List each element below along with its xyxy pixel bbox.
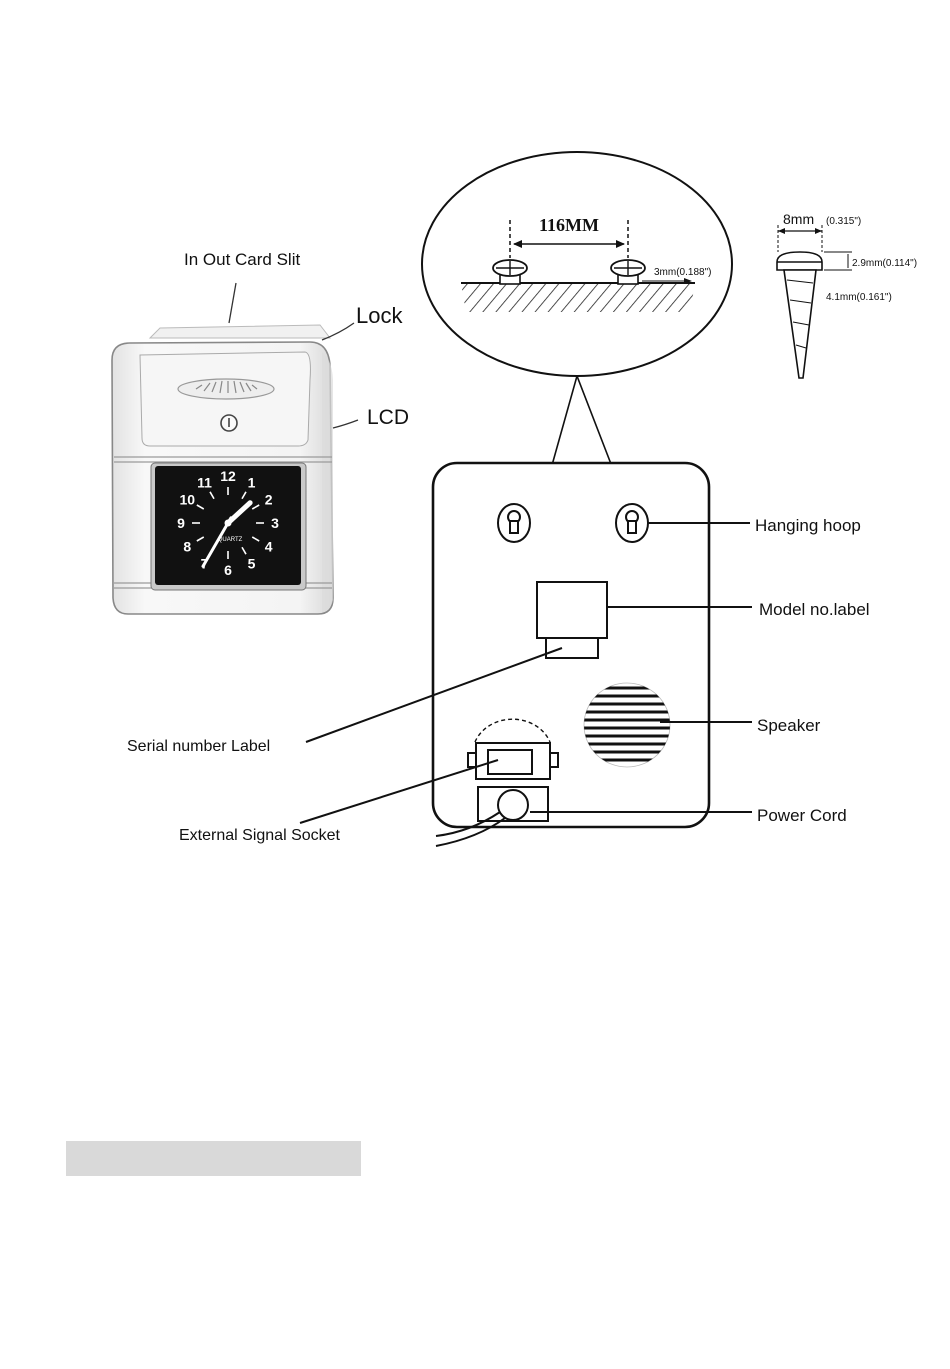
shaft-label: 4.1mm(0.161") [826, 292, 892, 303]
screw-spacing-label: 116MM [539, 215, 599, 235]
clock-numeral: 6 [224, 562, 232, 578]
model-label-box [537, 582, 607, 638]
clock-numeral: 3 [271, 515, 279, 531]
screw-detail: 8mm (0.315") 2.9mm(0.114") 4.1mm(0.161") [777, 211, 917, 378]
clock-numeral: 9 [177, 515, 185, 531]
time-recorder-illustration: 121234567891011QUARTZ [112, 325, 333, 614]
head-width-label: 8mm [783, 211, 814, 227]
head-width-inch-label: (0.315") [826, 216, 861, 227]
model-label-text: Model no.label [759, 600, 870, 619]
lcd-label: LCD [367, 406, 409, 429]
lock-icon [221, 415, 237, 431]
wall-mount-detail: 116MM 3mm(0.188") [422, 152, 732, 508]
clock-numeral: 8 [183, 539, 191, 555]
clock-center [225, 520, 232, 527]
section-heading-bar [66, 1141, 361, 1176]
vent-icon [178, 379, 274, 399]
hanging-hoop-right [616, 504, 648, 542]
clock-numeral: 12 [220, 468, 236, 484]
head-height-label: 2.9mm(0.114") [852, 258, 917, 269]
clock-numeral: 11 [197, 474, 212, 490]
serial-number-label: Serial number Label [127, 738, 270, 755]
clock-brand: QUARTZ [218, 537, 243, 543]
screw-gap-label: 3mm(0.188") [654, 267, 711, 278]
hanging-hoop-label: Hanging hoop [755, 516, 861, 535]
clock-numeral: 10 [180, 492, 196, 508]
serial-label-box [546, 638, 598, 658]
clock-numeral: 2 [265, 492, 273, 508]
external-signal-socket-label: External Signal Socket [179, 827, 341, 844]
back-panel [433, 463, 709, 846]
card-slit-label: In Out Card Slit [184, 250, 300, 269]
clock-numeral: 1 [248, 474, 256, 490]
lock-label: Lock [356, 303, 403, 328]
speaker-label: Speaker [757, 716, 821, 735]
clock-numeral: 4 [265, 539, 273, 555]
power-cord-label: Power Cord [757, 806, 847, 825]
clock-numeral: 5 [248, 556, 256, 572]
hanging-hoop-left [498, 504, 530, 542]
